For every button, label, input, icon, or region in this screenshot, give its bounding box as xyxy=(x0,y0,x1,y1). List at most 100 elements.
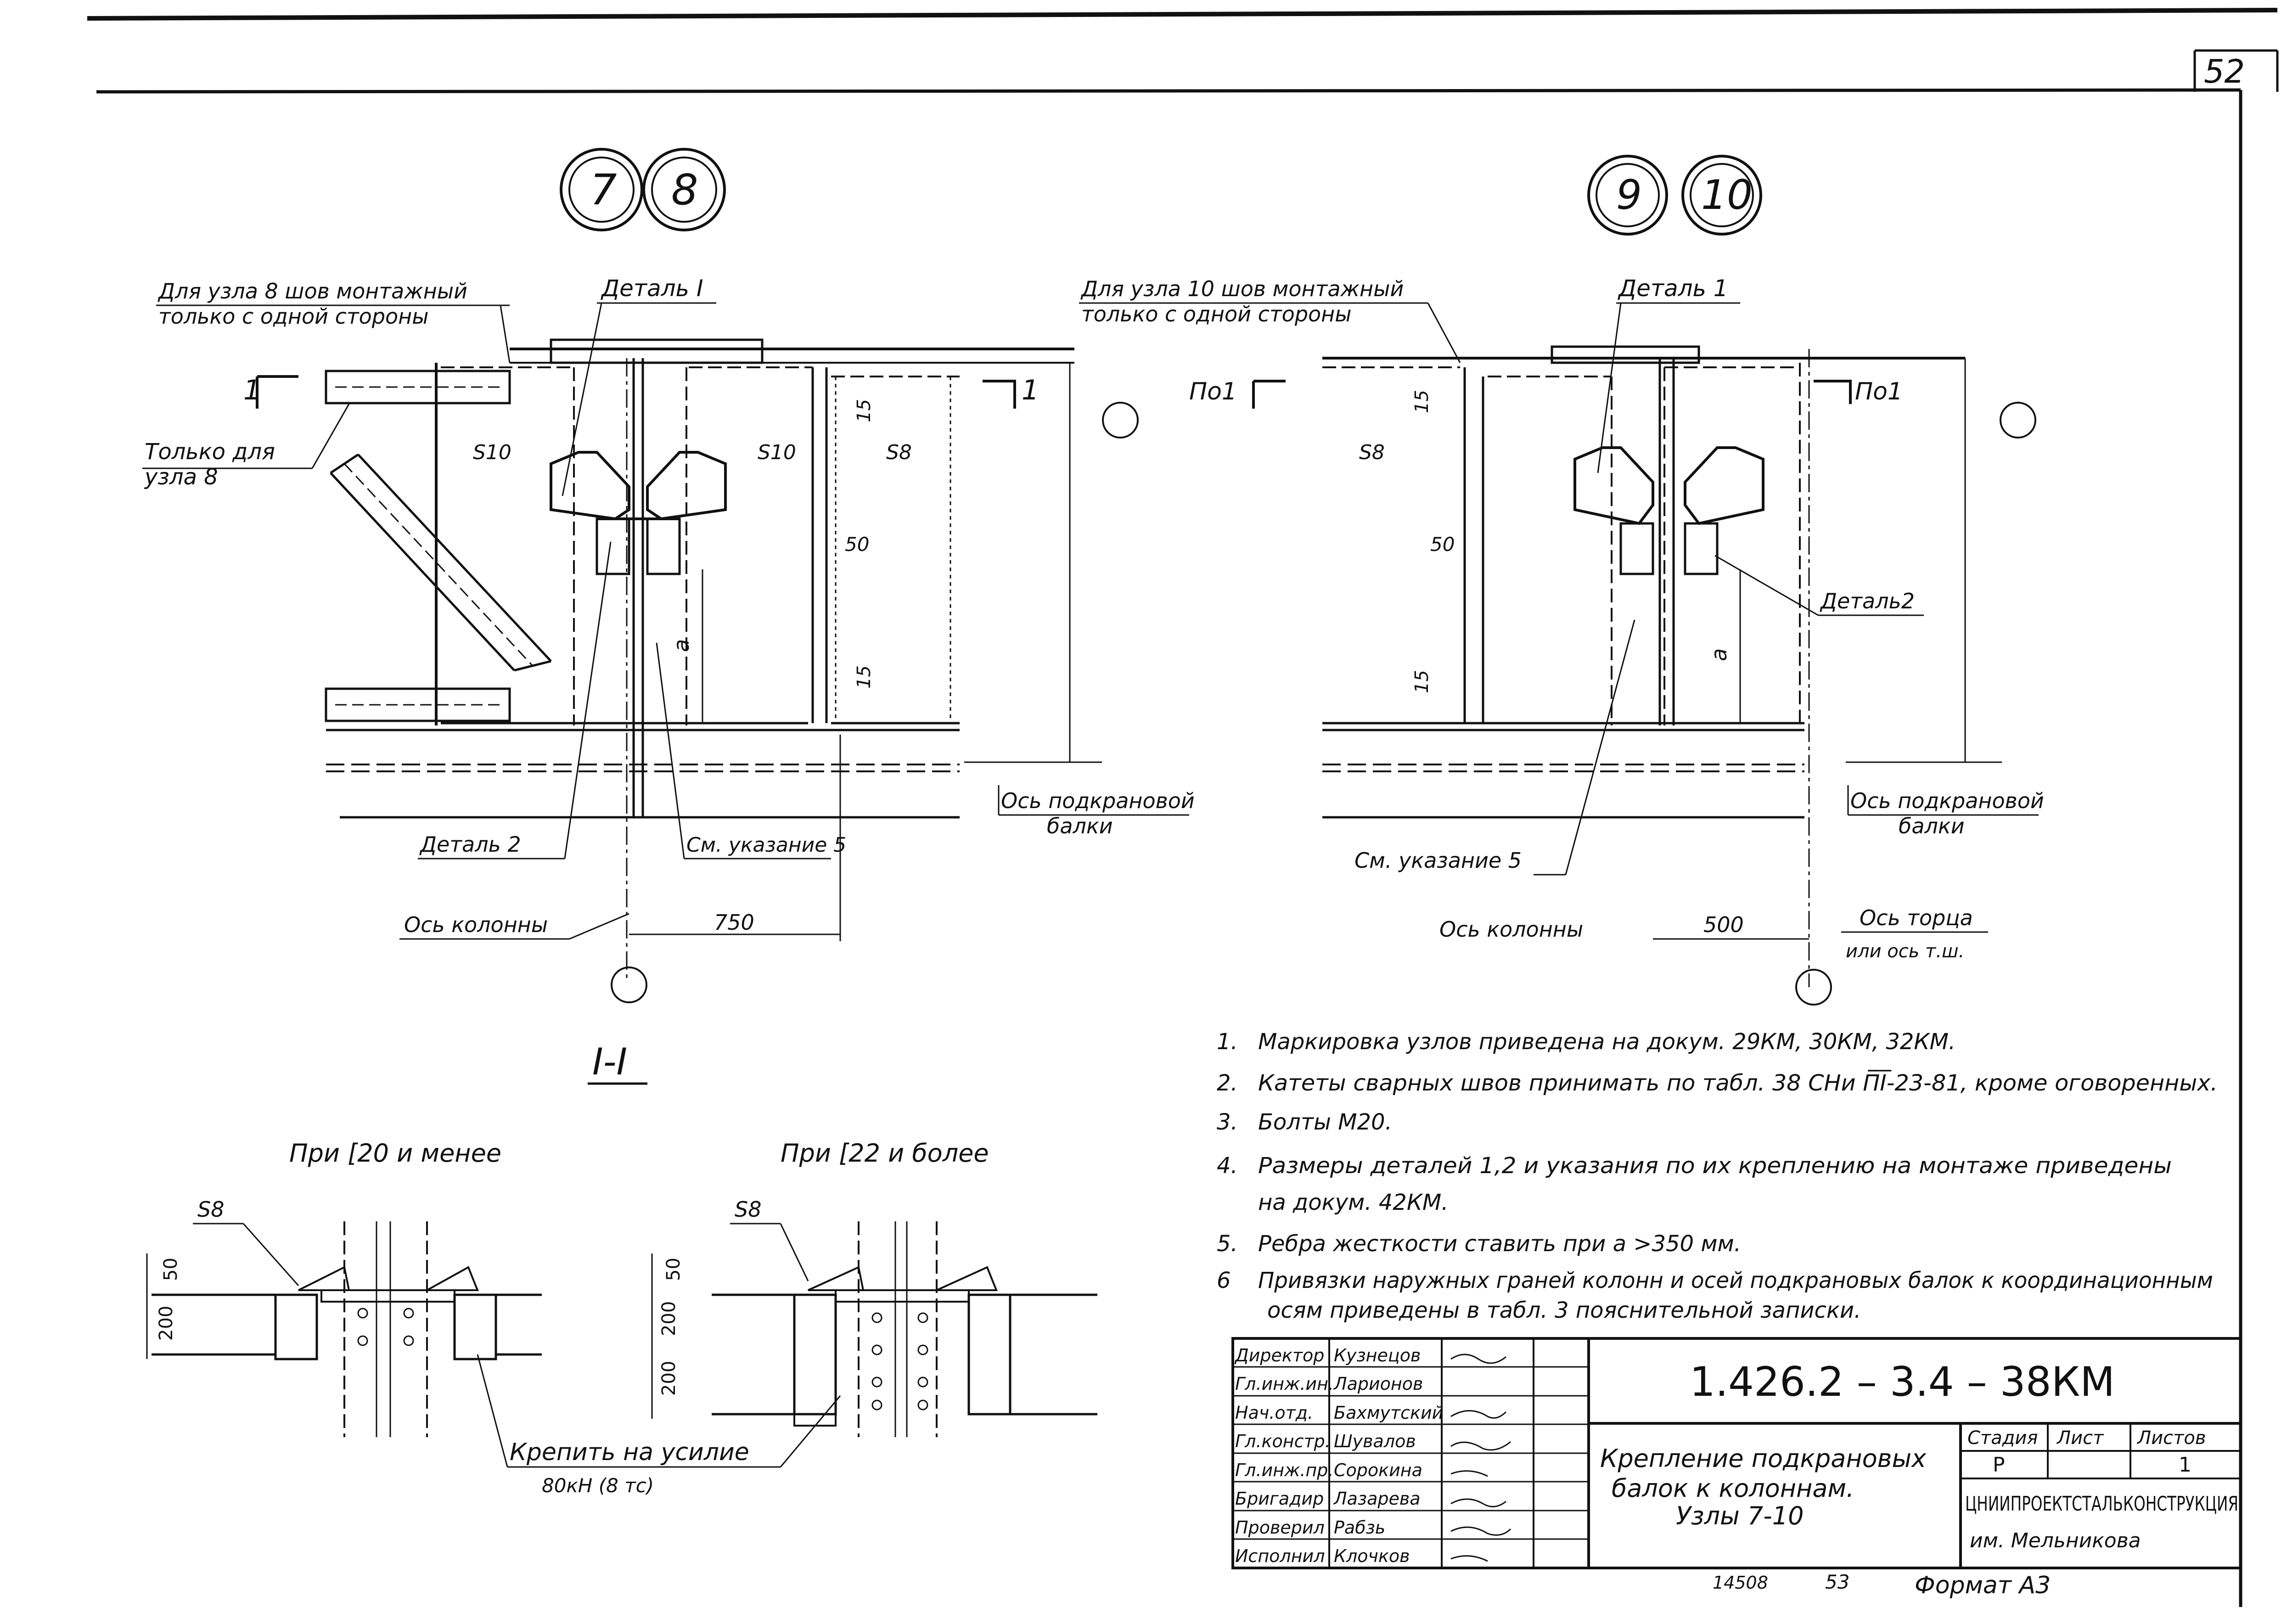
detail2-label-left: Деталь 2 xyxy=(419,832,521,857)
bolt-force-line2: 80кН (8 тс) xyxy=(542,1474,654,1497)
staff-name-3: Бахмутский xyxy=(1334,1403,1443,1423)
column-axis-label-right: Ось колонны xyxy=(1439,917,1583,942)
dim-200-section-right-b: 200 xyxy=(658,1361,680,1396)
signature-strokes xyxy=(1450,1354,1512,1562)
staff-role-7: Проверил xyxy=(1235,1517,1325,1538)
dim-15-top-left: 15 xyxy=(854,399,875,422)
dim-200-section-left: 200 xyxy=(156,1306,177,1341)
column-axis-circle-left xyxy=(611,967,647,1003)
dim-15-bottom-left: 15 xyxy=(854,665,875,689)
note-1-num: 1. xyxy=(1217,1029,1238,1055)
beam-axis-label-right-2: балки xyxy=(1899,814,1965,838)
s10-label-b: S10 xyxy=(758,441,796,464)
note-2-num: 2. xyxy=(1217,1070,1238,1096)
staff-role-4: Гл.констр. xyxy=(1235,1431,1331,1451)
org-name: ЦНИИПРОЕКТСТАЛЬКОНСТРУКЦИЯ xyxy=(1965,1492,2238,1516)
dim-50-section-right: 50 xyxy=(663,1258,684,1281)
section-mark-left-right: По1 xyxy=(1189,378,1237,405)
dim-a-left: а xyxy=(669,639,694,652)
bottom-number-2: 53 xyxy=(1825,1571,1849,1593)
dim-a-right: а xyxy=(1707,648,1731,661)
sheet-label: Лист xyxy=(2056,1427,2104,1449)
node-circle-9 xyxy=(1587,155,1668,236)
org-name-2: им. Мельникова xyxy=(1970,1529,2141,1552)
staff-name-7: Рабзь xyxy=(1334,1517,1385,1538)
s8-section-left: S8 xyxy=(197,1197,224,1222)
note-2-text: Катеты сварных швов принимать по табл. 3… xyxy=(1258,1069,2218,1096)
s8-label-right: S8 xyxy=(1359,441,1385,464)
stage-label: Стадия xyxy=(1967,1427,2038,1449)
weld-callout-line1: Для узла 8 шов монтажный xyxy=(157,279,467,303)
staff-name-8: Клочков xyxy=(1334,1546,1410,1566)
dim-50-right: 50 xyxy=(1430,533,1455,556)
section-1-1: I-I При [20 и менее При [22 и более S8 5… xyxy=(146,1040,1097,1497)
staff-name-2: Ларионов xyxy=(1333,1374,1423,1394)
only-for-line1: Только для xyxy=(145,439,275,465)
staff-name-5: Сорокина xyxy=(1334,1460,1422,1480)
weld-callout-line2: только с одной стороны xyxy=(158,304,429,329)
section-title: I-I xyxy=(592,1040,627,1083)
s8-section-right: S8 xyxy=(735,1197,761,1222)
end-axis-circle xyxy=(1795,969,1832,1006)
note-5-text: Ребра жесткости ставить при а >350 мм. xyxy=(1258,1231,1741,1257)
dim-750: 750 xyxy=(714,910,754,935)
title-block: Директор Кузнецов Гл.инж.ин. Ларионов На… xyxy=(1231,1337,2242,1569)
node-circle-8 xyxy=(642,148,726,231)
note-3-num: 3. xyxy=(1217,1109,1238,1135)
note-6b-text: осям приведены в табл. 3 пояснительной з… xyxy=(1267,1298,1861,1323)
staff-role-1: Директор xyxy=(1234,1345,1324,1366)
section-mark-right-right: По1 xyxy=(1855,378,1903,405)
stage-value: Р xyxy=(1993,1453,2005,1477)
beam-axis-circle-right xyxy=(2000,402,2036,438)
doc-title-line3: Узлы 7-10 xyxy=(1676,1501,1804,1530)
beam-axis-label-left-1: Ось подкрановой xyxy=(1001,788,1195,813)
beam-axis-label-right-1: Ось подкрановой xyxy=(1850,788,2044,813)
note-4-num: 4. xyxy=(1217,1153,1238,1179)
detail2-label-right: Деталь2 xyxy=(1820,589,1915,613)
detail1-label-right: Деталь 1 xyxy=(1618,275,1728,302)
dim-500: 500 xyxy=(1703,912,1744,937)
staff-name-1: Кузнецов xyxy=(1334,1345,1421,1366)
staff-role-8: Исполнил xyxy=(1235,1546,1325,1566)
note-ref-left: См. указание 5 xyxy=(686,833,846,857)
staff-role-2: Гл.инж.ин. xyxy=(1235,1374,1334,1394)
node-circle-7 xyxy=(560,148,643,231)
column-axis-label-left: Ось колонны xyxy=(404,912,548,937)
end-axis-label-2: или ось т.ш. xyxy=(1846,941,1964,962)
node-mark-9: 9 xyxy=(1616,171,1642,219)
staff-role-5: Гл.инж.пр. xyxy=(1235,1460,1333,1480)
note-4b-text: на докум. 42КМ. xyxy=(1258,1190,1449,1215)
bottom-number-1: 14508 xyxy=(1713,1573,1768,1593)
dim-15-top-right: 15 xyxy=(1411,390,1433,413)
s8-label-left: S8 xyxy=(886,441,912,464)
left-node-view: 7 8 Для узла 8 шов монтажный только с од… xyxy=(142,148,1195,1003)
note-1-text: Маркировка узлов приведена на докум. 29К… xyxy=(1258,1029,1955,1055)
dim-15-bottom-right: 15 xyxy=(1411,670,1433,693)
s10-label-a: S10 xyxy=(473,441,511,464)
section-mark-right: 1 xyxy=(1022,374,1039,406)
node-mark-10: 10 xyxy=(1701,171,1753,219)
case-right-label: При [22 и более xyxy=(781,1139,989,1168)
doc-title-line1: Крепление подкрановых xyxy=(1600,1444,1927,1473)
staff-name-6: Лазарева xyxy=(1333,1489,1421,1509)
doc-code: 1.426.2 – 3.4 – 38КМ xyxy=(1690,1358,2115,1405)
detail1-label: Деталь I xyxy=(601,275,703,302)
note-3-text: Болты М20. xyxy=(1258,1109,1392,1135)
node-mark-8: 8 xyxy=(671,165,698,214)
node-circle-10 xyxy=(1681,155,1762,236)
page-number: 52 xyxy=(2204,53,2245,90)
staff-name-4: Шувалов xyxy=(1334,1431,1416,1451)
note-4-text: Размеры деталей 1,2 и указания по их кре… xyxy=(1258,1153,2172,1179)
dim-50-section-left: 50 xyxy=(160,1258,181,1281)
format-label: Формат А3 xyxy=(1915,1572,2051,1599)
sheet-frame xyxy=(87,8,2279,1607)
dim-50-left: 50 xyxy=(845,533,869,556)
sheets-label: Листов xyxy=(2136,1427,2206,1449)
staff-role-6: Бригадир xyxy=(1235,1489,1324,1509)
dim-200-section-right-a: 200 xyxy=(658,1301,680,1336)
staff-role-3: Нач.отд. xyxy=(1235,1403,1313,1423)
beam-axis-label-left-2: балки xyxy=(1047,814,1113,838)
weld-callout-line2-right: только с одной стороны xyxy=(1081,302,1352,326)
end-axis-label-1: Ось торца xyxy=(1860,905,1973,930)
